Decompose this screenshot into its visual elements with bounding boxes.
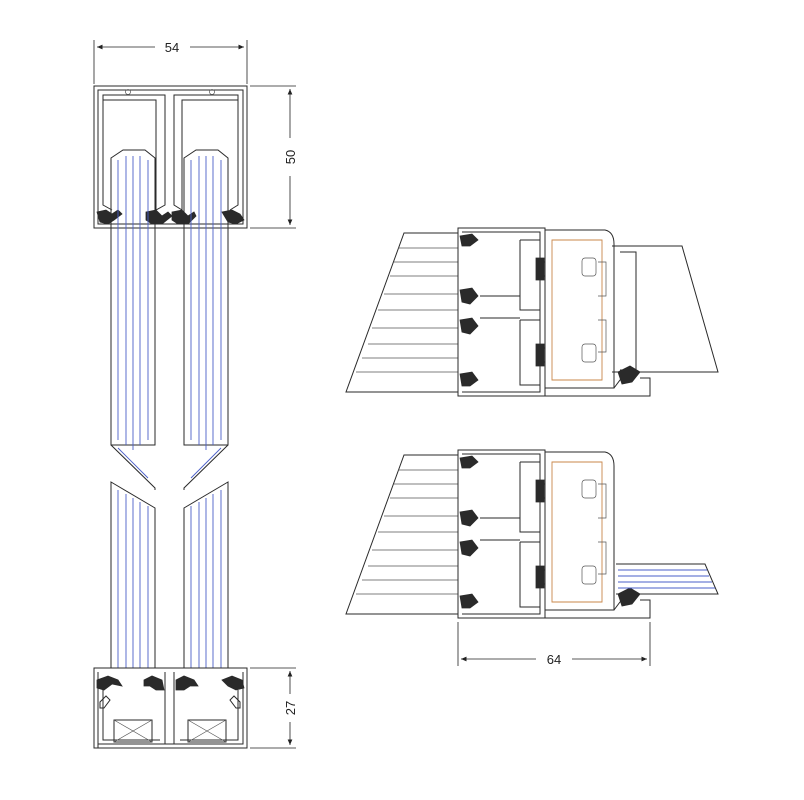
dimension-label-64: 64 — [547, 652, 561, 667]
dimension-label-27: 27 — [283, 701, 298, 715]
dimension-64: 64 — [457, 622, 651, 667]
head-profile — [93, 85, 248, 229]
dimension-54: 54 — [93, 40, 248, 84]
horizontal-section-lower: 64 — [345, 449, 719, 667]
vertical-section: 54 50 27 — [93, 40, 298, 749]
dimension-label-50: 50 — [283, 150, 298, 164]
dimension-50: 50 — [250, 85, 298, 229]
dimension-27: 27 — [250, 667, 298, 749]
glazing-upper — [110, 149, 229, 490]
sill-profile — [93, 667, 248, 749]
horizontal-section-upper — [345, 227, 719, 397]
dimension-label-54: 54 — [165, 40, 179, 55]
